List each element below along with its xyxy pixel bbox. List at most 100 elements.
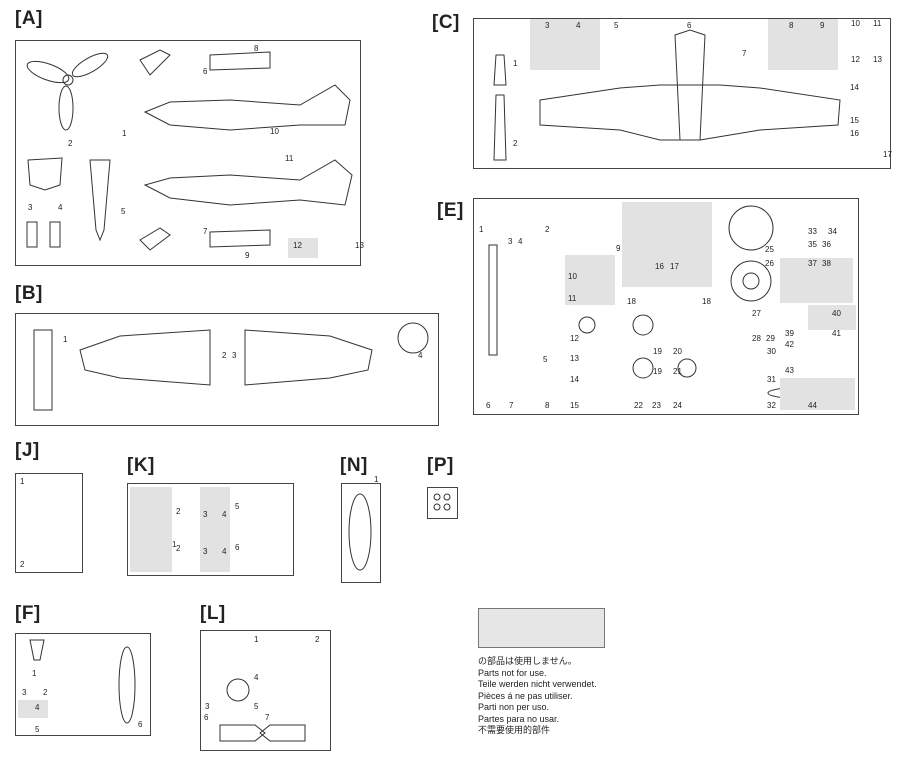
part-number: 6 bbox=[138, 720, 143, 729]
unused-area bbox=[622, 202, 712, 287]
part-number: 12 bbox=[851, 55, 860, 64]
part-number: 5 bbox=[121, 207, 126, 216]
sprue-c-frame bbox=[473, 18, 891, 169]
part-number: 1 bbox=[172, 540, 177, 549]
sprue-label-b: [B] bbox=[15, 283, 43, 304]
part-number: 16 bbox=[655, 262, 664, 271]
part-number: 4 bbox=[58, 203, 63, 212]
legend-line: Pièces á ne pas utiliser. bbox=[478, 690, 573, 701]
legend-line: Parts not for use. bbox=[478, 667, 547, 678]
part-number: 5 bbox=[35, 725, 40, 734]
part-number: 17 bbox=[670, 262, 679, 271]
sprue-l-frame bbox=[200, 630, 331, 751]
unused-area bbox=[530, 18, 600, 70]
part-number: 44 bbox=[808, 401, 817, 410]
part-number: 16 bbox=[850, 129, 859, 138]
sprue-label-n: [N] bbox=[340, 455, 368, 476]
sprue-n-frame bbox=[341, 483, 381, 583]
sprue-label-e: [E] bbox=[437, 200, 464, 221]
part-number: 4 bbox=[35, 703, 40, 712]
part-number: 1 bbox=[63, 335, 68, 344]
part-number: 6 bbox=[203, 67, 208, 76]
part-number: 11 bbox=[285, 154, 294, 163]
part-number: 39 bbox=[785, 329, 794, 338]
sprue-e-frame bbox=[473, 198, 859, 415]
part-number: 5 bbox=[235, 502, 240, 511]
part-number: 13 bbox=[355, 241, 364, 250]
sprue-label-l: [L] bbox=[200, 603, 226, 624]
part-number: 2 bbox=[222, 351, 227, 360]
part-number: 3 bbox=[203, 547, 208, 556]
part-number: 25 bbox=[765, 245, 774, 254]
part-number: 1 bbox=[513, 59, 518, 68]
part-number: 37 bbox=[808, 259, 817, 268]
part-number: 5 bbox=[614, 21, 619, 30]
part-number: 33 bbox=[808, 227, 817, 236]
legend-line: Partes para no usar. bbox=[478, 713, 560, 724]
part-number: 26 bbox=[765, 259, 774, 268]
unused-area bbox=[780, 258, 853, 303]
unused-area bbox=[780, 378, 855, 410]
part-number: 30 bbox=[767, 347, 776, 356]
part-number: 4 bbox=[576, 21, 581, 30]
part-number: 2 bbox=[43, 688, 48, 697]
sprue-label-j: [J] bbox=[15, 440, 40, 461]
propeller-part bbox=[26, 52, 109, 131]
part-number: 35 bbox=[808, 240, 817, 249]
part-number: 10 bbox=[568, 272, 577, 281]
part-number: 3 bbox=[545, 21, 550, 30]
legend-line: 不需要使用的部件 bbox=[478, 725, 551, 735]
part-number: 19 bbox=[653, 347, 662, 356]
sprue-label-a: [A] bbox=[15, 8, 43, 29]
sprue-p-frame bbox=[427, 487, 458, 519]
part-number: 3 bbox=[232, 351, 237, 360]
part-number: 7 bbox=[742, 49, 747, 58]
part-number: 7 bbox=[203, 227, 208, 236]
part-number: 38 bbox=[822, 259, 831, 268]
part-number: 18 bbox=[627, 297, 636, 306]
part-number: 6 bbox=[486, 401, 491, 410]
part-number: 7 bbox=[509, 401, 514, 410]
part-number: 1 bbox=[374, 475, 379, 484]
unused-area bbox=[200, 487, 230, 572]
part-number: 11 bbox=[568, 294, 577, 303]
unused-area bbox=[288, 238, 318, 258]
part-number: 8 bbox=[254, 44, 259, 53]
part-number: 5 bbox=[254, 702, 259, 711]
part-number: 2 bbox=[176, 544, 181, 553]
part-number: 19 bbox=[653, 367, 662, 376]
part-number: 9 bbox=[245, 251, 250, 260]
part-number: 12 bbox=[293, 241, 302, 250]
part-number: 27 bbox=[752, 309, 761, 318]
part-number: 1 bbox=[479, 225, 484, 234]
part-number: 29 bbox=[766, 334, 775, 343]
part-number: 34 bbox=[828, 227, 837, 236]
legend-line: Parti non per uso. bbox=[478, 702, 550, 712]
part-number: 18 bbox=[702, 297, 711, 306]
lower-wing-part bbox=[539, 84, 841, 141]
part-number: 4 bbox=[254, 673, 259, 682]
part-number: 13 bbox=[873, 55, 882, 64]
unused-area bbox=[18, 700, 48, 718]
part-number: 24 bbox=[673, 401, 682, 410]
part-number: 2 bbox=[68, 139, 73, 148]
part-number: 3 bbox=[28, 203, 33, 212]
part-number: 6 bbox=[687, 21, 692, 30]
part-number: 11 bbox=[873, 19, 882, 28]
upper-wing-right-part bbox=[244, 329, 373, 386]
sprue-label-p: [P] bbox=[427, 455, 454, 476]
part-number: 3 bbox=[508, 237, 513, 246]
part-number: 6 bbox=[235, 543, 240, 552]
part-number: 14 bbox=[570, 375, 579, 384]
part-number: 28 bbox=[752, 334, 761, 343]
part-number: 43 bbox=[785, 366, 794, 375]
part-number: 8 bbox=[545, 401, 550, 410]
sprue-label-f: [F] bbox=[15, 603, 41, 624]
unused-area bbox=[768, 18, 838, 70]
part-number: 2 bbox=[513, 139, 518, 148]
unused-area bbox=[130, 487, 172, 572]
part-number: 13 bbox=[570, 354, 579, 363]
sprue-b-frame bbox=[15, 313, 439, 426]
part-number: 14 bbox=[850, 83, 859, 92]
part-number: 7 bbox=[265, 713, 270, 722]
